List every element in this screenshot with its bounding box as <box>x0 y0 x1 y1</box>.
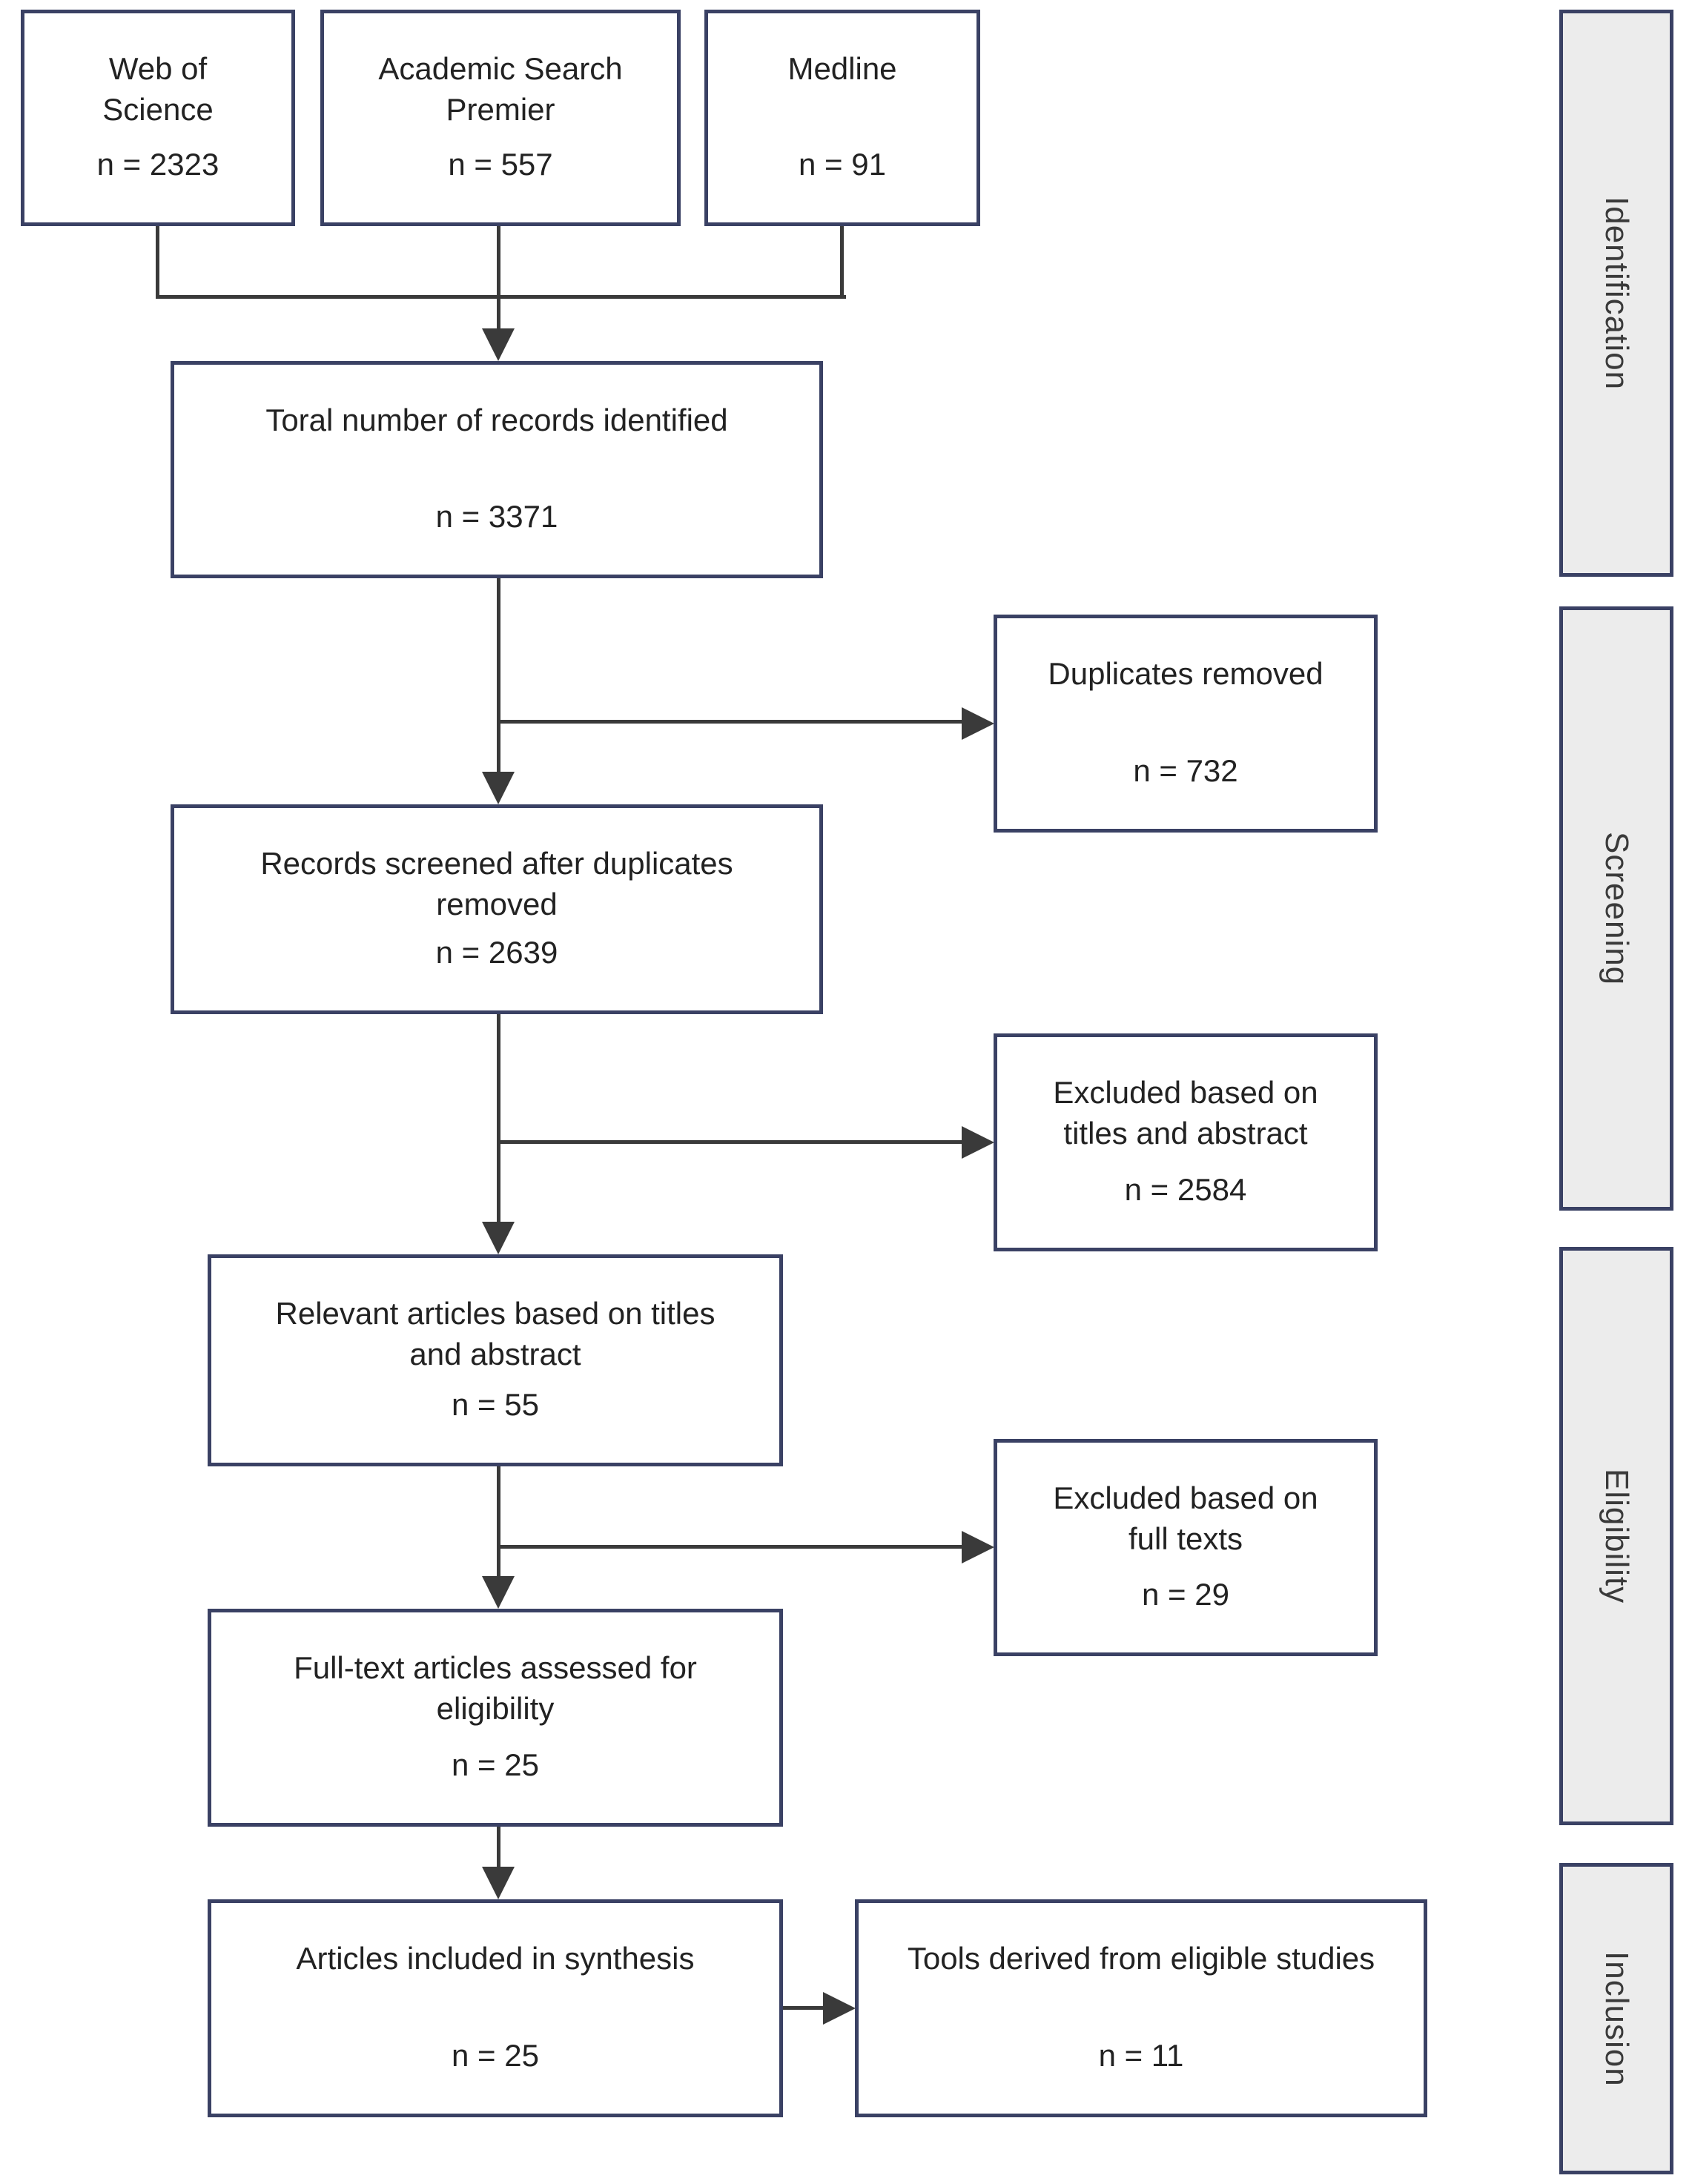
connector-to-full-text-assessed <box>497 1466 500 1577</box>
connector-to-excluded-full-texts <box>497 1545 964 1549</box>
connector-web-of-science-down <box>156 226 159 299</box>
connector-to-tools-derived <box>783 2006 824 2010</box>
stage-label-eligibility: Eligibility <box>1599 1468 1635 1604</box>
box-web-of-science: Web of Science n = 2323 <box>21 10 295 226</box>
arrowhead-into-articles-included <box>482 1867 515 1899</box>
box-excluded-full-texts: Excluded based on full texts n = 29 <box>994 1439 1378 1656</box>
connector-to-excluded-titles-abstract <box>497 1140 964 1144</box>
arrowhead-into-full-text-assessed <box>482 1576 515 1609</box>
box-records-screened: Records screened after duplicates remove… <box>171 804 823 1014</box>
box-duplicates-removed: Duplicates removed n = 732 <box>994 615 1378 833</box>
connector-to-duplicates-removed <box>497 720 964 724</box>
box-title: Toral number of records identified <box>265 403 728 437</box>
box-n-value: n = 29 <box>1142 1577 1229 1612</box>
box-n-value: n = 732 <box>1133 753 1238 789</box>
arrowhead-into-records-screened <box>482 772 515 804</box>
arrowhead-into-duplicates-removed <box>962 707 994 740</box>
box-academic-search-premier: Academic Search Premier n = 557 <box>320 10 681 226</box>
arrowhead-into-relevant-articles <box>482 1222 515 1254</box>
box-n-value: n = 91 <box>799 147 886 182</box>
box-n-value: n = 25 <box>452 2038 539 2074</box>
box-title: Tools derived from eligible studies <box>907 1941 1375 1976</box>
connector-merge-horizontal <box>156 295 846 299</box>
connector-medline-down <box>840 226 844 299</box>
box-n-value: n = 2639 <box>435 935 558 970</box>
stage-label-identification: Identification <box>1599 196 1635 391</box>
box-n-value: n = 55 <box>452 1387 539 1423</box>
box-title: Records screened after duplicates remove… <box>260 846 733 921</box>
arrowhead-into-excluded-full-texts <box>962 1531 994 1563</box>
arrowhead-into-total-identified <box>482 328 515 361</box>
box-title: Excluded based on titles and abstract <box>1053 1075 1318 1151</box>
box-title: Excluded based on full texts <box>1053 1480 1318 1556</box>
connector-to-relevant-articles <box>497 1014 500 1222</box>
connector-to-total-identified <box>497 226 500 330</box>
arrowhead-into-excluded-titles-abstract <box>962 1126 994 1159</box>
box-medline: Medline n = 91 <box>704 10 980 226</box>
box-articles-included: Articles included in synthesis n = 25 <box>208 1899 783 2117</box>
box-total-identified: Toral number of records identified n = 3… <box>171 361 823 578</box>
box-full-text-assessed: Full-text articles assessed for eligibil… <box>208 1609 783 1827</box>
box-n-value: n = 11 <box>1098 2038 1184 2074</box>
connector-to-articles-included <box>497 1827 500 1867</box>
box-n-value: n = 2323 <box>96 147 219 182</box>
stage-band-screening: Screening <box>1559 606 1673 1211</box>
box-relevant-articles: Relevant articles based on titles and ab… <box>208 1254 783 1466</box>
box-title: Web of Science <box>102 51 214 127</box>
arrowhead-into-tools-derived <box>823 1992 856 2025</box>
box-title: Relevant articles based on titles and ab… <box>275 1296 716 1371</box>
box-tools-derived: Tools derived from eligible studies n = … <box>855 1899 1427 2117</box>
box-n-value: n = 3371 <box>435 499 558 535</box>
box-title: Academic Search Premier <box>378 51 623 127</box>
stage-band-eligibility: Eligibility <box>1559 1247 1673 1825</box>
box-title: Duplicates removed <box>1048 656 1323 691</box>
box-n-value: n = 25 <box>452 1747 539 1783</box>
box-excluded-titles-abstract: Excluded based on titles and abstract n … <box>994 1033 1378 1251</box>
box-n-value: n = 2584 <box>1124 1172 1247 1208</box>
stage-band-inclusion: Inclusion <box>1559 1863 1673 2174</box>
stage-label-screening: Screening <box>1599 831 1635 986</box>
box-title: Medline <box>787 51 897 86</box>
box-title: Articles included in synthesis <box>296 1941 695 1976</box>
stage-band-identification: Identification <box>1559 10 1673 577</box>
box-n-value: n = 557 <box>448 147 553 182</box>
box-title: Full-text articles assessed for eligibil… <box>294 1650 697 1726</box>
connector-to-records-screened <box>497 578 500 772</box>
stage-label-inclusion: Inclusion <box>1599 1950 1635 2087</box>
